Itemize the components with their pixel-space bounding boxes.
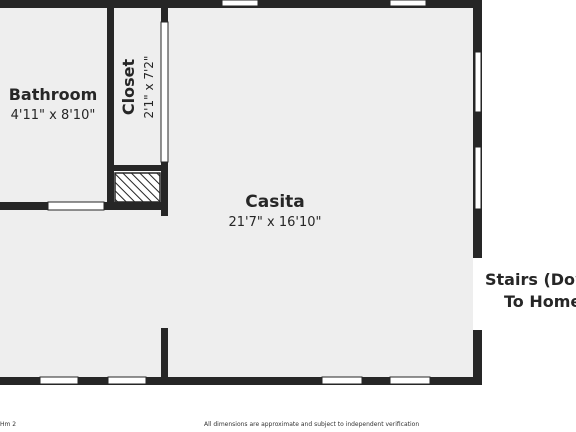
casita-dims: 21'7" x 16'10" bbox=[229, 215, 322, 230]
bathroom-door-opening bbox=[47, 201, 105, 211]
footer-left-label: Hm 2 bbox=[0, 421, 17, 428]
closet-label: Closet bbox=[119, 59, 138, 116]
bathroom-label: Bathroom bbox=[9, 85, 98, 104]
footer-disclaimer: All dimensions are approximate and subje… bbox=[204, 421, 420, 428]
closet-dims: 2'1" x 7'2" bbox=[142, 56, 156, 119]
windows bbox=[39, 0, 482, 385]
casita-floor bbox=[167, 8, 473, 378]
lower-left-floor bbox=[0, 209, 167, 378]
closet-floor bbox=[114, 8, 162, 166]
casita-label: Casita bbox=[245, 192, 305, 212]
stairs-label-line2: To Home bbox=[504, 292, 576, 311]
stairs-opening bbox=[473, 258, 482, 330]
stairs-label-line1: Stairs (Dow bbox=[485, 270, 576, 289]
bathroom-floor bbox=[0, 8, 108, 205]
closet-opening bbox=[160, 21, 169, 163]
bathroom-dims: 4'11" x 8'10" bbox=[11, 108, 96, 123]
hatched-chase bbox=[114, 172, 161, 203]
